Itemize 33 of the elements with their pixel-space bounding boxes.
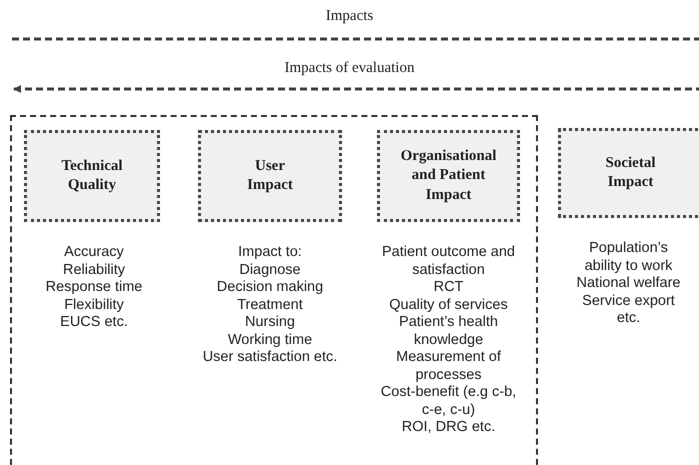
list-item: ROI, DRG etc. [400, 419, 496, 436]
list-item: Treatment [236, 296, 304, 314]
list-item: Working time [226, 332, 314, 349]
list-item: EUCS etc. [59, 314, 129, 332]
list-item: Response time [44, 279, 144, 296]
category-title: User Impact [246, 156, 294, 195]
list-item: RCT [432, 279, 464, 296]
heading-text: Impacts of evaluation [284, 60, 416, 77]
list-item: Diagnose [238, 262, 302, 279]
list-item: Nursing [244, 314, 296, 332]
list-item: Accuracy [63, 244, 125, 262]
list-item: Patient’s health knowledge [398, 314, 499, 349]
list-item: Reliability [62, 262, 126, 279]
list-item: Measurement of processes [395, 349, 502, 384]
category-title: Societal Impact [604, 154, 656, 192]
list-item: Population’s ability to work [584, 240, 674, 275]
list-item: Cost-benefit (e.g c-b, c-e, c-u) [380, 384, 517, 419]
list-item: Decision making [216, 279, 324, 296]
list-item: National welfare [576, 275, 681, 292]
category-box [377, 130, 520, 222]
list-item: Quality of services [388, 296, 509, 314]
list-item: Service export etc. [581, 292, 676, 328]
category-title: Technical Quality [60, 156, 124, 195]
list-item: Patient outcome and satisfaction [380, 244, 516, 279]
list-item: User satisfaction etc. [202, 349, 338, 366]
list-item: Impact to: [237, 244, 303, 262]
category-title: Organisational and Patient Impact [400, 146, 498, 205]
list-item: Flexibility [63, 296, 125, 314]
category-box [558, 128, 699, 218]
category-box [198, 130, 342, 222]
heading-text: Impacts [324, 8, 374, 25]
category-box [24, 130, 160, 222]
dashed-group-frame [10, 115, 538, 465]
